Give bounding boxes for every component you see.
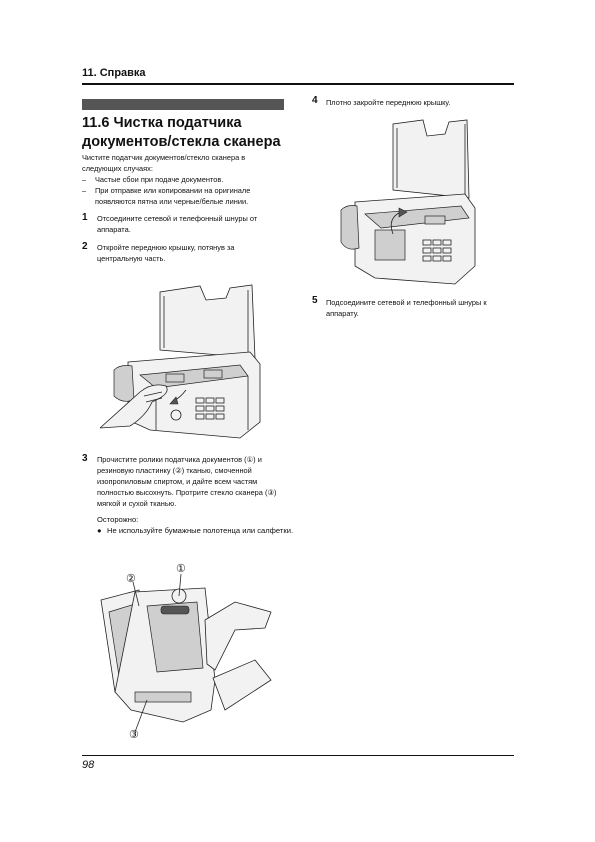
step-5-text: Подсоедините сетевой и телефонный шнуры …	[326, 298, 487, 318]
chapter-header: 11. Справка	[82, 67, 146, 79]
caution-heading: Осторожно:	[97, 515, 139, 524]
scanner-glass	[134, 691, 192, 703]
caution-text: Не используйте бумажные полотенца или са…	[107, 526, 294, 535]
dash-marker: –	[82, 186, 87, 195]
bullet-text: При отправке или копировании на оригинал…	[95, 186, 251, 206]
footer-rule	[82, 755, 514, 756]
caution-item: ● Не используйте бумажные полотенца или …	[97, 525, 297, 537]
cleaning-parts-illustration	[100, 573, 272, 733]
callout-3: ③	[129, 729, 139, 741]
callout-1: ①	[176, 563, 186, 575]
page-number: 98	[82, 759, 95, 771]
step-3-text: Прочистите ролики податчика документов (…	[97, 455, 277, 508]
section-title: 11.6 Чистка податчика документов/стекла …	[82, 115, 281, 150]
step-4-number: 4	[312, 95, 318, 106]
close-cover-illustration	[340, 119, 476, 285]
bullet-text: Частые сбои при подаче документов.	[95, 175, 224, 184]
section-bar	[82, 99, 284, 110]
list-item: –Частые сбои при подаче документов.	[82, 174, 282, 185]
keypad-illustration	[422, 239, 452, 262]
step-3-number: 3	[82, 453, 88, 464]
dash-marker: –	[82, 175, 87, 184]
step-2-text: Откройте переднюю крышку, потянув за цен…	[97, 243, 235, 263]
open-cover-illustration	[100, 284, 261, 439]
intro-text: Чистите податчик документов/стекло скане…	[82, 153, 246, 173]
step-4-text: Плотно закройте переднюю крышку.	[326, 98, 451, 107]
header-rule	[82, 83, 514, 85]
step-1-number: 1	[82, 212, 88, 223]
keypad-illustration	[195, 397, 225, 420]
callout-2: ②	[126, 573, 136, 585]
list-item: –При отправке или копировании на оригина…	[82, 185, 282, 207]
bullet-list: –Частые сбои при подаче документов. –При…	[82, 174, 282, 207]
step-5-number: 5	[312, 295, 318, 306]
step-1-text: Отсоедините сетевой и телефонный шнуры о…	[97, 214, 258, 234]
step-2-number: 2	[82, 241, 88, 252]
bullet-dot: ●	[97, 526, 102, 535]
